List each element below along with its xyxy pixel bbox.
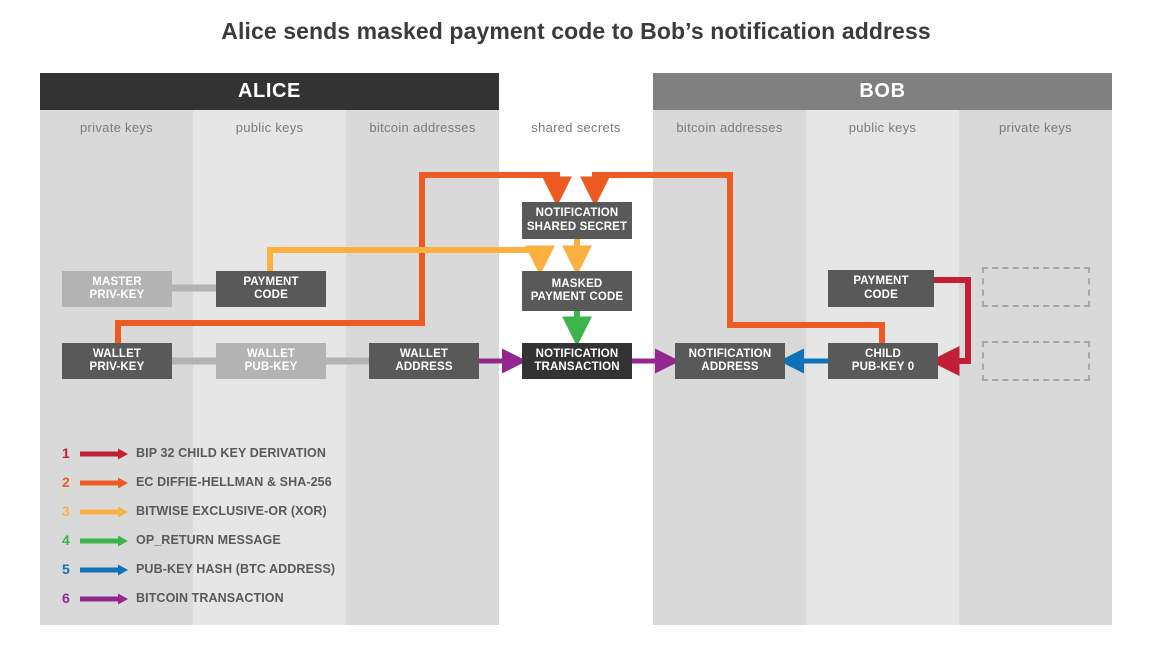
node-masked-payment-code[interactable]: MASKED PAYMENT CODE [522, 271, 632, 311]
node-line-2: CODE [254, 289, 288, 301]
legend: 1 BIP 32 CHILD KEY DERIVATION 2 EC DIFFI… [62, 438, 335, 612]
node-line-1: NOTIFICATION [535, 207, 619, 219]
legend-arrow-1-icon [80, 447, 128, 459]
node-line-1: NOTIFICATION [535, 347, 619, 360]
column-label-bob-private-keys: private keys [999, 119, 1072, 135]
legend-number-4: 4 [62, 531, 70, 548]
node-line-1: PAYMENT [243, 275, 299, 288]
node-notification-transaction[interactable]: NOTIFICATION TRANSACTION [522, 343, 632, 379]
node-alice-payment-code[interactable]: PAYMENT CODE [216, 271, 326, 307]
flow-bip32-paymentcode-to-childpubkey [929, 277, 971, 376]
column-label-bob-bitcoin-addresses: bitcoin addresses [676, 119, 783, 135]
node-line-2: PRIV-KEY [89, 361, 145, 373]
node-line-2: TRANSACTION [534, 361, 620, 373]
node-alice-master-priv-key[interactable]: MASTER PRIV-KEY [62, 271, 172, 307]
node-bob-private-key-placeholder-lower[interactable] [982, 341, 1090, 381]
node-line-2: ADDRESS [395, 361, 453, 373]
column-label-alice-public-keys: public keys [235, 119, 304, 135]
node-line-1: WALLET [246, 347, 296, 360]
node-line-2: ADDRESS [701, 361, 759, 373]
column-label-bob-public-keys: public keys [848, 119, 917, 135]
legend-label-6: BITCOIN TRANSACTION [136, 590, 284, 605]
legend-label-2: EC DIFFIE-HELLMAN & SHA-256 [136, 474, 332, 489]
legend-item-6: 6 BITCOIN TRANSACTION [62, 583, 335, 612]
legend-label-4: OP_RETURN MESSAGE [136, 532, 281, 547]
legend-number-1: 1 [62, 444, 70, 461]
node-line-2: PUB-KEY [244, 361, 298, 373]
legend-number-3: 3 [62, 502, 70, 519]
node-line-1: WALLET [399, 347, 449, 360]
node-line-1: CHILD [865, 347, 901, 360]
flow-xor-paymentcode-to-masked [267, 245, 555, 276]
column-label-alice-bitcoin-addresses: bitcoin addresses [369, 119, 476, 135]
node-line-2: SHARED SECRET [526, 220, 628, 233]
node-bob-payment-code[interactable]: PAYMENT CODE [828, 270, 934, 307]
legend-arrow-3-icon [80, 505, 128, 517]
legend-label-3: BITWISE EXCLUSIVE-OR (XOR) [136, 503, 327, 518]
node-line-2: PAYMENT CODE [530, 291, 624, 303]
node-line-1: MASTER [92, 275, 142, 288]
node-bob-notification-address[interactable]: NOTIFICATION ADDRESS [675, 343, 785, 379]
node-line-2: PUB-KEY 0 [851, 361, 915, 373]
node-line-1: NOTIFICATION [688, 347, 772, 360]
party-header-alice: ALICE [40, 73, 499, 110]
column-band-bob-private-keys [959, 73, 1112, 625]
node-alice-wallet-pub-key[interactable]: WALLET PUB-KEY [216, 343, 326, 379]
legend-arrow-5-icon [80, 563, 128, 575]
node-notification-shared-secret[interactable]: NOTIFICATION SHARED SECRET [522, 202, 632, 239]
legend-item-5: 5 PUB-KEY HASH (BTC ADDRESS) [62, 554, 335, 583]
legend-label-1: BIP 32 CHILD KEY DERIVATION [136, 445, 327, 460]
node-line-1: MASKED [551, 277, 603, 290]
node-alice-wallet-address[interactable]: WALLET ADDRESS [369, 343, 479, 379]
legend-item-1: 1 BIP 32 CHILD KEY DERIVATION [62, 438, 335, 467]
node-line-1: WALLET [92, 347, 142, 360]
party-header-bob: BOB [653, 73, 1112, 110]
node-line-1: PAYMENT [853, 275, 909, 287]
legend-number-5: 5 [62, 560, 70, 577]
legend-number-6: 6 [62, 589, 70, 606]
node-bob-child-pub-key-0[interactable]: CHILD PUB-KEY 0 [828, 343, 938, 379]
legend-arrow-2-icon [80, 476, 128, 488]
node-line-2: PRIV-KEY [89, 289, 145, 301]
node-alice-wallet-priv-key[interactable]: WALLET PRIV-KEY [62, 343, 172, 379]
legend-item-2: 2 EC DIFFIE-HELLMAN & SHA-256 [62, 467, 335, 496]
node-line-2: CODE [864, 288, 898, 301]
legend-arrow-6-icon [80, 592, 128, 604]
legend-number-2: 2 [62, 473, 70, 490]
page-title: Alice sends masked payment code to Bob’s… [221, 18, 931, 44]
legend-item-3: 3 BITWISE EXCLUSIVE-OR (XOR) [62, 496, 335, 525]
flow-ecdh-bob-to-shared-secret [580, 172, 885, 343]
node-bob-private-key-placeholder-upper[interactable] [982, 267, 1090, 307]
flow-ecdh-alice-to-shared-secret [115, 172, 572, 343]
legend-item-4: 4 OP_RETURN MESSAGE [62, 525, 335, 554]
legend-label-5: PUB-KEY HASH (BTC ADDRESS) [136, 561, 336, 576]
column-label-alice-private-keys: private keys [80, 119, 153, 135]
legend-arrow-4-icon [80, 534, 128, 546]
column-label-shared-secrets: shared secrets [531, 119, 621, 135]
